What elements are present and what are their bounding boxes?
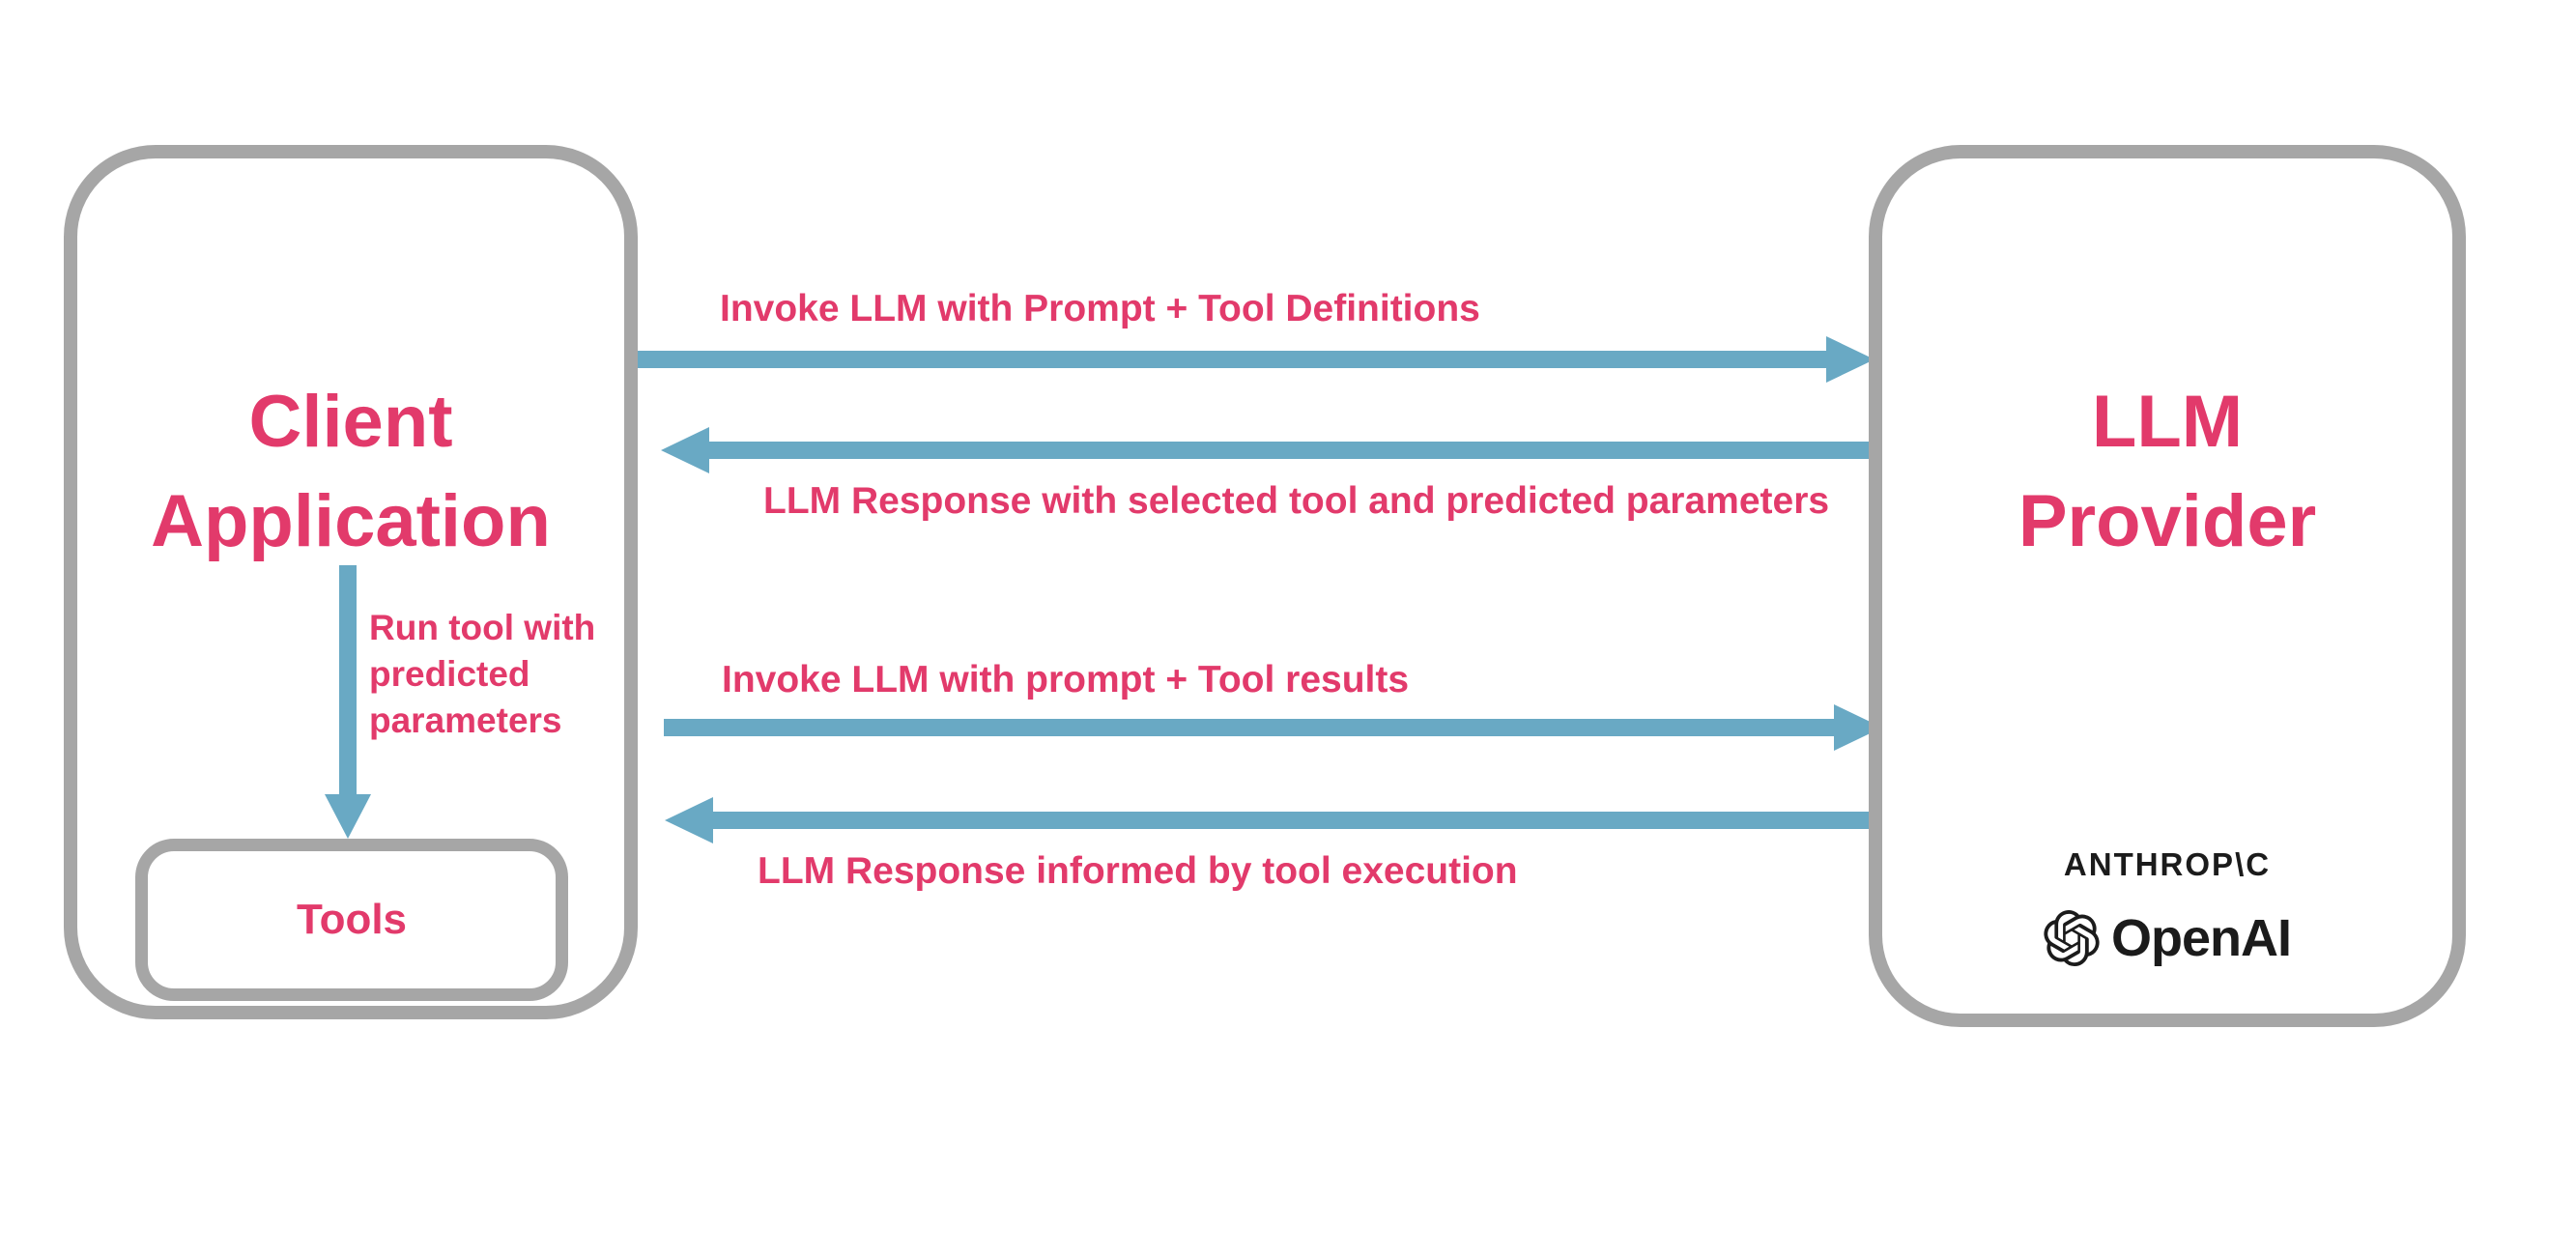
arrowhead-right-icon [1826, 336, 1875, 383]
tools-box: Tools [135, 839, 568, 1001]
arrow-response-selected-tool [661, 427, 1875, 473]
arrow-shaft [709, 442, 1875, 459]
arrowhead-down-icon [325, 794, 371, 839]
anthropic-logo: ANTHROP\C [2063, 846, 2272, 882]
client-application-title: Client Application [77, 373, 624, 571]
client-title-line1: Client [248, 381, 453, 463]
arrow-shaft [638, 351, 1826, 368]
client-title-line2: Application [151, 479, 551, 562]
openai-flower-icon [2044, 910, 2100, 966]
arrow-invoke-with-results [664, 704, 1882, 751]
openai-logo: OpenAI [2044, 908, 2292, 968]
run-tool-arrow-shaft [339, 565, 357, 794]
arrow-shaft [713, 812, 1875, 829]
run-tool-note: Run tool with predicted parameters [369, 605, 595, 744]
message-label-invoke-results: Invoke LLM with prompt + Tool results [722, 659, 1410, 700]
provider-logos: ANTHROP\C OpenAI [1882, 846, 2452, 968]
openai-wordmark: OpenAI [2110, 909, 2292, 967]
llm-provider-box: LLM Provider ANTHROP\C OpenAI [1869, 145, 2466, 1027]
arrow-invoke-with-definitions [638, 336, 1875, 383]
message-label-invoke-definitions: Invoke LLM with Prompt + Tool Definition… [720, 288, 1480, 329]
llm-title-line1: LLM [2091, 381, 2244, 463]
message-label-response-selected-tool: LLM Response with selected tool and pred… [763, 480, 1830, 522]
tools-label: Tools [296, 896, 408, 943]
arrow-shaft [664, 719, 1834, 736]
arrowhead-left-icon [661, 427, 709, 473]
arrowhead-left-icon [665, 797, 713, 843]
run-tool-note-line3: parameters [369, 700, 562, 741]
arrow-response-informed [665, 797, 1875, 843]
llm-title-line2: Provider [2018, 479, 2317, 562]
run-tool-note-line2: predicted [369, 654, 530, 695]
run-tool-note-line1: Run tool with [369, 608, 596, 647]
message-label-response-informed: LLM Response informed by tool execution [758, 850, 1518, 892]
llm-provider-title: LLM Provider [1882, 373, 2452, 571]
